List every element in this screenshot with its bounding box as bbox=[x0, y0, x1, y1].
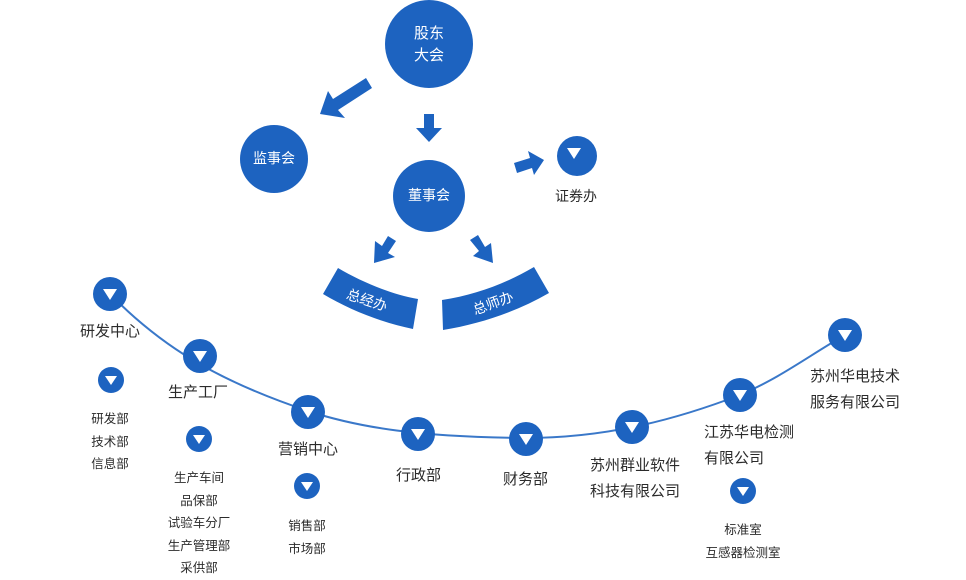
dept-node-icon bbox=[723, 378, 757, 412]
subdept-node-icon bbox=[730, 478, 756, 504]
dept-node-icon bbox=[828, 318, 862, 352]
subdept-item: 试验车分厂 bbox=[167, 515, 231, 530]
subdept-node-icon bbox=[294, 473, 320, 499]
dept-node-icon bbox=[615, 410, 649, 444]
subdept-item: 生产车间 bbox=[173, 470, 224, 485]
shareholders-meeting-node: 股东 大会 bbox=[385, 0, 473, 88]
chief-office-band bbox=[442, 267, 549, 330]
subdept-item: 销售部 bbox=[288, 518, 326, 533]
dept-label: 研发中心 bbox=[80, 322, 141, 340]
supervisors-board-node: 监事会 bbox=[240, 125, 308, 193]
board-of-directors-node: 董事会 bbox=[393, 160, 465, 232]
subdept-item: 生产管理部 bbox=[167, 537, 231, 553]
subdept-item: 研发部 bbox=[91, 411, 129, 426]
subdept-item: 互感器检测室 bbox=[705, 544, 781, 560]
subdept-item: 采供部 bbox=[180, 560, 218, 575]
subdept-item: 品保部 bbox=[180, 492, 218, 508]
gm-office-band bbox=[323, 268, 418, 329]
subdept-list: 标准室 互感器检测室 bbox=[702, 519, 784, 564]
dept-label: 苏州群业软件 科技有限公司 bbox=[590, 456, 681, 500]
arrow-to-securities bbox=[514, 151, 544, 175]
dept-label: 生产工厂 bbox=[168, 383, 229, 401]
securities-label: 证券办 bbox=[555, 189, 597, 205]
arrow-to-supervisors bbox=[320, 78, 372, 118]
dept-node-icon bbox=[291, 395, 325, 429]
securities-node-icon bbox=[557, 136, 597, 176]
subdept-item: 技术部 bbox=[91, 433, 129, 449]
dept-label: 财务部 bbox=[503, 470, 549, 488]
subdept-list: 生产车间 品保部 试验车分厂 生产管理部 采供部 bbox=[158, 467, 240, 580]
dept-label: 行政部 bbox=[396, 466, 442, 484]
arrow-to-gm-office bbox=[374, 236, 396, 263]
subdept-item: 标准室 bbox=[724, 522, 762, 537]
dept-label: 苏州华电技术 服务有限公司 bbox=[810, 367, 901, 411]
subdept-item: 信息部 bbox=[91, 456, 129, 471]
dept-node-icon bbox=[93, 277, 127, 311]
subdept-list: 销售部 市场部 bbox=[279, 515, 335, 560]
dept-node-icon bbox=[183, 339, 217, 373]
dept-node-icon bbox=[401, 417, 435, 451]
subdept-node-icon bbox=[186, 426, 212, 452]
arrow-to-board bbox=[416, 114, 442, 142]
subdept-item: 市场部 bbox=[288, 540, 326, 556]
subdept-list: 研发部 技术部 信息部 bbox=[82, 408, 138, 476]
arrow-to-chief-office bbox=[470, 235, 493, 263]
dept-label: 营销中心 bbox=[278, 440, 339, 458]
dept-label: 江苏华电检测 有限公司 bbox=[704, 423, 795, 467]
department-curve bbox=[109, 293, 846, 440]
dept-node-icon bbox=[509, 422, 543, 456]
subdept-node-icon bbox=[98, 367, 124, 393]
